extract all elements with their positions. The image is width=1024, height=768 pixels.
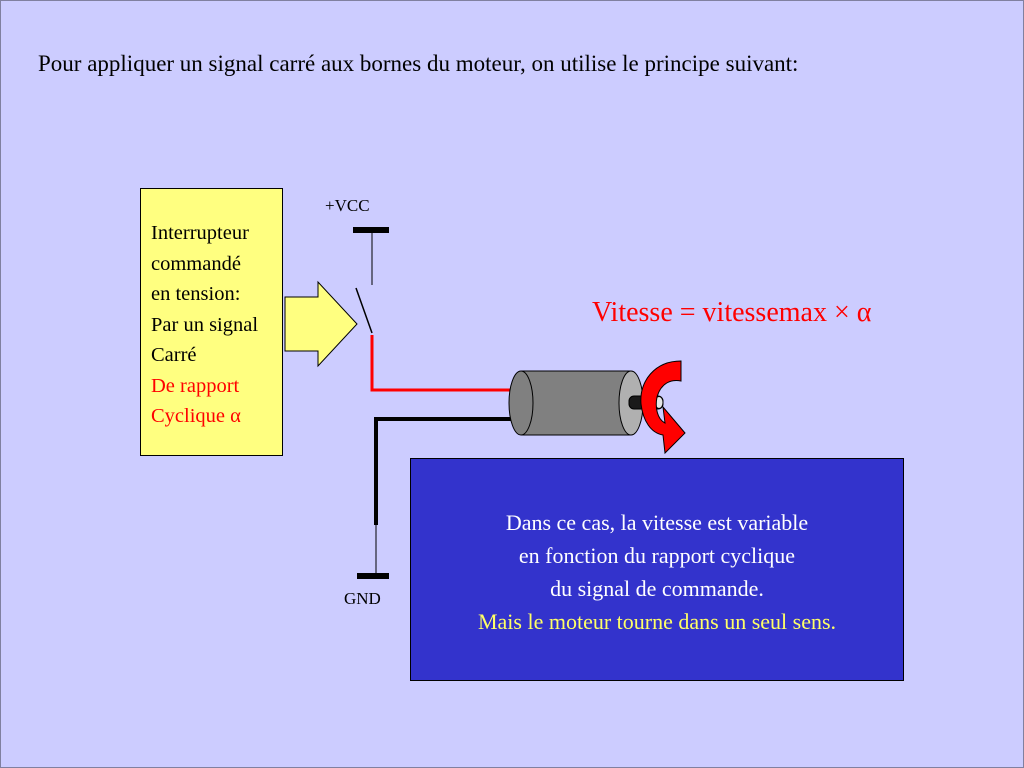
- info-line: du signal de commande.: [550, 576, 764, 601]
- switch-text-line: commandé: [151, 252, 241, 275]
- gnd-label: GND: [344, 589, 381, 608]
- control-arrow: [284, 280, 358, 368]
- switch-text-line: Interrupteur: [151, 222, 249, 244]
- switch-text-line: Par un signal: [151, 313, 259, 336]
- motor: [508, 370, 664, 436]
- intro-text: Pour appliquer un signal carré aux borne…: [38, 51, 799, 76]
- info-highlight-line: Mais le moteur tourne dans un seul sens.: [477, 609, 837, 634]
- controlled-switch-label: Interrupteur commandé en tension: Par un…: [151, 218, 258, 432]
- info-box: [410, 458, 904, 681]
- info-line: en fonction du rapport cyclique: [518, 543, 796, 568]
- switch-text-line: en tension:: [151, 283, 241, 305]
- positive-wire: [370, 335, 513, 392]
- switch-text-line: Carré: [151, 344, 197, 366]
- switch-text-line-red: Cyclique α: [151, 405, 241, 427]
- speed-formula: Vitesse = vitessemax × α: [592, 297, 872, 328]
- info-text: Dans ce cas, la vitesse est variable en …: [410, 506, 904, 638]
- switch-contact: [355, 287, 373, 334]
- controlled-switch-box: [140, 188, 283, 456]
- info-line: Dans ce cas, la vitesse est variable: [505, 510, 809, 535]
- rotation-arrow: [640, 360, 686, 455]
- ground-wire: [374, 417, 513, 525]
- switch-text-line-red: De rapport: [151, 374, 240, 397]
- vcc-label: +VCC: [325, 196, 370, 215]
